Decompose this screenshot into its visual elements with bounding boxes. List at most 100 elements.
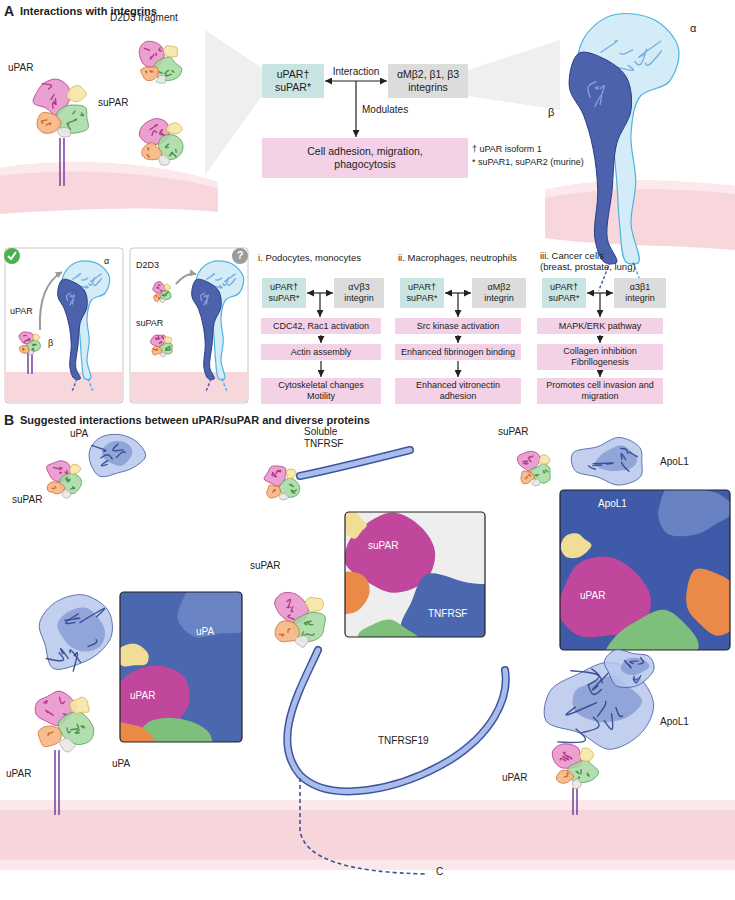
check-mark <box>8 252 16 259</box>
chain-label: β <box>48 338 53 349</box>
protein-strand <box>280 634 284 636</box>
box-text: suPAR* <box>269 293 300 304</box>
cell-membrane <box>0 162 218 214</box>
protein-strand <box>288 629 290 632</box>
protein-strand <box>22 349 24 351</box>
terminus-label: C <box>436 866 443 878</box>
integrin-tail <box>222 379 227 393</box>
structure-label: suPAR <box>250 560 280 572</box>
protein-strand <box>566 703 597 715</box>
protein-strand <box>169 153 172 156</box>
integrin-tail <box>206 379 211 393</box>
box-text: Motility <box>307 391 335 402</box>
box-text: Cytoskeletal changes <box>278 380 364 391</box>
process-box: Collagen inhibitionFibrillogenesis <box>537 344 663 370</box>
inset-label: uPAR <box>130 690 155 702</box>
protein-domain <box>572 779 581 789</box>
protein-strand <box>73 295 75 300</box>
protein-strand <box>544 471 545 473</box>
panel-b-art <box>0 434 735 874</box>
cytoplasmic-tail <box>300 778 428 874</box>
structure-label: uPAR <box>502 772 527 784</box>
protein-strand <box>152 131 157 136</box>
protein-strand <box>595 96 602 107</box>
protein-strand <box>88 640 97 647</box>
protein-domain <box>57 607 105 651</box>
protein-strand <box>526 476 528 478</box>
protein-strand <box>204 300 207 305</box>
protein-ribbon <box>287 650 506 791</box>
protein-domain <box>38 726 61 747</box>
protein-domain <box>280 493 289 500</box>
protein-domain <box>164 337 172 343</box>
protein-strand <box>567 772 569 774</box>
protein-strand <box>308 634 314 636</box>
protein-strand <box>71 724 79 729</box>
box-text: Enhanced fibrinogen binding <box>401 347 515 358</box>
protein-strand <box>147 148 149 150</box>
chain-label: β <box>548 106 554 119</box>
receptor-box: uPAR†suPAR* <box>400 278 444 308</box>
protein-strand <box>604 714 612 730</box>
protein-domain <box>686 568 730 635</box>
protein-strand <box>566 756 572 760</box>
protein-strand <box>60 472 62 474</box>
box-text: αMβ2, β1, β3 integrins <box>391 68 465 93</box>
protein-domain <box>305 598 323 612</box>
protein-strand <box>624 660 631 667</box>
protein-domain <box>345 512 367 539</box>
protein-strand <box>24 340 26 342</box>
protein-strand <box>302 632 307 636</box>
protein-strand <box>70 650 81 662</box>
inset-frame <box>560 490 730 650</box>
receptor-box: uPAR†suPAR* <box>262 278 306 308</box>
protein-strand <box>42 84 51 89</box>
protein-domain <box>163 46 177 57</box>
protein-strand <box>73 274 81 279</box>
protein-domain <box>120 644 149 667</box>
gpi-anchor <box>576 788 578 815</box>
box-text: uPAR† <box>270 282 298 293</box>
binding-arrow <box>40 272 62 330</box>
box-text: uPAR† <box>408 282 436 293</box>
protein-strand <box>101 461 107 466</box>
protein-strand <box>165 70 169 73</box>
protein-strand <box>59 697 64 704</box>
protein-domain <box>141 67 159 81</box>
protein-strand <box>71 487 75 489</box>
cell-membrane <box>545 181 735 199</box>
protein-domain <box>164 284 171 290</box>
protein-strand <box>291 490 292 491</box>
protein-strand <box>73 487 75 489</box>
protein-strand <box>32 344 34 345</box>
protein-strand <box>61 649 69 659</box>
structure-label: ApoL1 <box>660 456 689 468</box>
cell-membrane <box>0 810 735 860</box>
protein-strand <box>50 732 53 733</box>
protein-ribbon <box>287 650 506 791</box>
protein-strand <box>65 470 67 473</box>
integrin-beta <box>192 279 222 379</box>
protein-strand <box>67 477 70 481</box>
protein-domain <box>295 636 308 648</box>
box-text: Promotes cell invasion and migration <box>540 380 660 402</box>
protein-strand <box>54 467 59 468</box>
protein-strand <box>290 484 294 486</box>
protein-strand <box>54 486 56 487</box>
protein-strand <box>560 758 565 760</box>
integrin-beta <box>58 279 88 379</box>
protein-domain <box>401 573 485 637</box>
panel-frame <box>130 248 248 403</box>
protein-strand <box>630 661 638 664</box>
box-text: Src kinase activation <box>417 321 500 332</box>
inset-label: ApoL1 <box>598 498 627 510</box>
protein-strand <box>67 728 70 733</box>
structure-label: ApoL1 <box>660 716 689 728</box>
gpi-anchor <box>31 352 33 374</box>
protein-domain <box>166 123 182 134</box>
interaction-arrow <box>457 335 458 343</box>
protein-domain <box>286 469 296 479</box>
protein-strand <box>24 335 26 337</box>
protein-strand <box>53 103 57 108</box>
box-text: Enhanced vitronectin adhesion <box>398 380 518 402</box>
